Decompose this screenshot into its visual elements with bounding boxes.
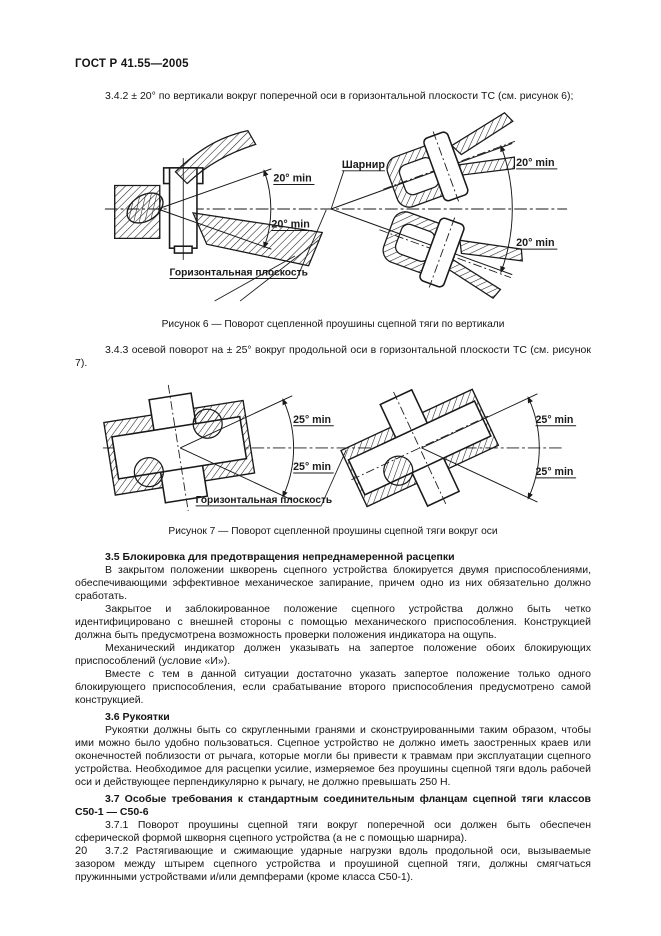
fig7-angle-label-lower-right: 25° min — [536, 466, 574, 478]
page-content: 3.4.2 ± 20° по вертикали вокруг поперечн… — [75, 90, 591, 884]
fig6-hinge-label: Шарнир — [342, 159, 386, 171]
figure-7-svg: 25° min 25° min Горизонтальная плоскость — [102, 384, 577, 511]
fig6-angle-label-lower-right: 20° min — [516, 237, 554, 249]
fig7-horizontal-plane-callout: Горизонтальная плоскость — [196, 449, 347, 507]
fig6-upper-rotation-line — [330, 142, 513, 210]
fig6-drawbar-eye-lower — [365, 193, 530, 316]
paragraph-3-5-3: Механический индикатор должен указывать … — [75, 642, 591, 667]
heading-3-7: 3.7 Особые требования к стандартным соед… — [75, 793, 591, 818]
fig7-horizontal-plane-label: Горизонтальная плоскость — [196, 495, 333, 506]
fig7-angle-label-upper-right: 25° min — [536, 414, 574, 426]
paragraph-3-4-3: 3.4.3 осевой поворот на ± 25° вокруг про… — [75, 344, 591, 369]
fig7-right-angle-dimension: 25° min 25° min — [421, 393, 577, 503]
figure-6-drawing: 20° min 20° min Шарнир — [101, 103, 591, 316]
page-number: 20 — [75, 845, 88, 857]
fig6-horizontal-plane-callout: Горизонтальная плоскость — [169, 209, 327, 280]
figure-6-caption: Рисунок 6 — Поворот сцепленной проушины … — [161, 319, 505, 330]
fig6-coupling-body — [114, 129, 324, 302]
figure-7-caption: Рисунок 7 — Поворот сцепленной проушины … — [168, 526, 498, 537]
heading-3-5: 3.5 Блокировка для предотвращения непред… — [105, 551, 455, 563]
fig7-right-assembly — [340, 388, 500, 508]
paragraph-3-7-2: 3.7.2 Растягивающие и сжимающие ударные … — [75, 845, 591, 883]
fig6-angle-label-upper-left: 20° min — [273, 173, 311, 185]
fig6-drawbar-eye-upper — [369, 103, 533, 225]
heading-3-6: 3.6 Рукоятки — [105, 711, 170, 723]
figure-7-drawing: 25° min 25° min Горизонтальная плоскость — [101, 377, 591, 520]
paragraph-3-5-4: Вместе с тем в данной ситуации достаточн… — [75, 668, 591, 706]
fig6-angle-label-upper-right: 20° min — [516, 157, 554, 169]
fig7-left-angle-dimension: 25° min 25° min — [179, 395, 334, 501]
paragraph-3-5-2: Закрытое и заблокированное положение сце… — [75, 603, 591, 641]
fig6-hinge-callout: Шарнир — [330, 159, 386, 210]
fig7-angle-label-upper-left: 25° min — [293, 414, 331, 426]
paragraph-3-4-2: 3.4.2 ± 20° по вертикали вокруг поперечн… — [105, 90, 574, 102]
figure-6-svg: 20° min 20° min Шарнир — [104, 103, 568, 316]
fig6-right-angle-dimension: 20° min 20° min — [500, 144, 558, 274]
fig6-left-angle-dimension: 20° min 20° min — [157, 168, 315, 250]
fig7-angle-label-lower-left: 25° min — [293, 461, 331, 473]
fig6-horizontal-plane-label: Горизонтальная плоскость — [170, 268, 308, 279]
paragraph-3-7-1: 3.7.1 Поворот проушины сцепной тяги вокр… — [75, 819, 591, 844]
paragraph-3-5-1: В закрытом положении шкворень сцепного у… — [75, 564, 591, 602]
fig6-angle-label-lower-left: 20° min — [271, 219, 309, 231]
fig6-lower-rotation-line — [330, 208, 513, 276]
standard-number-header: ГОСТ Р 41.55—2005 — [75, 58, 189, 70]
paragraph-3-6-1: Рукоятки должны быть со скругленными гра… — [75, 724, 591, 788]
